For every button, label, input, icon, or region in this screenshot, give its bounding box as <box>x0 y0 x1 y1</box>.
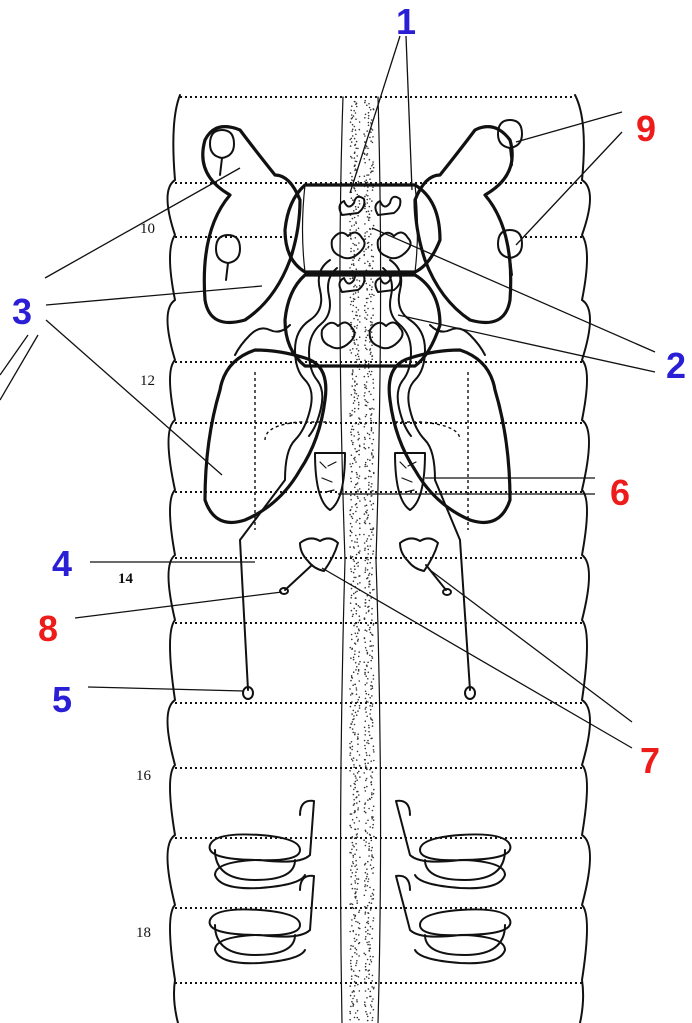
callout-5: 5 <box>52 679 72 720</box>
callout-6: 6 <box>610 472 630 513</box>
callout-7: 7 <box>640 740 660 781</box>
segment-number-12: 12 <box>140 373 155 389</box>
vas-deferens <box>235 260 485 690</box>
callout-2: 2 <box>666 345 686 386</box>
segment-number-18: 18 <box>136 925 151 941</box>
segment-number-16: 16 <box>136 768 152 784</box>
segment-number-14: 14 <box>118 571 134 587</box>
callout-9: 9 <box>636 108 656 149</box>
callout-1: 1 <box>396 1 416 42</box>
callout-4: 4 <box>52 543 72 584</box>
ovisacs <box>300 538 438 571</box>
segment-boundaries <box>175 97 582 983</box>
dashed-region <box>255 372 468 530</box>
nephridia <box>210 801 511 963</box>
callout-8: 8 <box>38 608 58 649</box>
leader-lines <box>0 36 655 748</box>
callout-3: 3 <box>12 291 32 332</box>
